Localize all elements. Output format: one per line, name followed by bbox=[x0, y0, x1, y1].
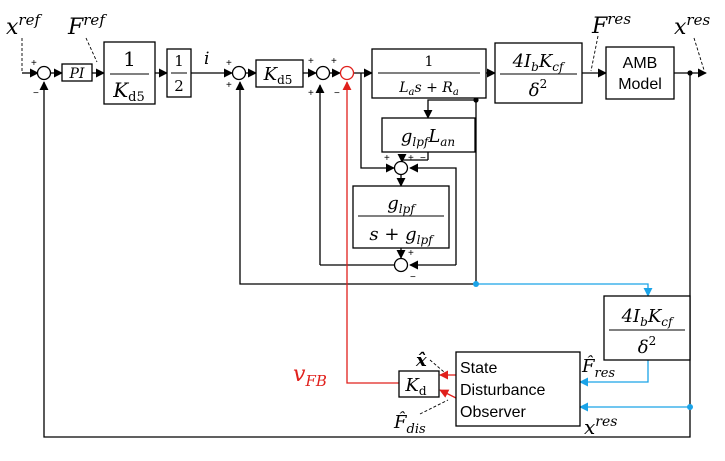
svg-text:+: + bbox=[408, 248, 414, 259]
force-gain-block: 4IbKcf δ2 bbox=[494, 42, 583, 104]
state-disturbance-observer-block: State Disturbance Observer bbox=[455, 351, 581, 427]
svg-text:δ2: δ2 bbox=[638, 334, 656, 358]
force-gain-observer-block: 4IbKcf δ2 bbox=[603, 295, 691, 361]
lowpass-filter-block: glpf s + glpf bbox=[352, 185, 450, 249]
svg-text:Observer: Observer bbox=[460, 404, 526, 421]
svg-text:Model: Model bbox=[618, 76, 662, 93]
svg-text:+: + bbox=[408, 153, 414, 164]
sum-inner-loop bbox=[315, 65, 331, 81]
svg-text:+: + bbox=[384, 153, 390, 164]
svg-text:State: State bbox=[460, 360, 497, 377]
svg-text:+: + bbox=[226, 80, 232, 91]
kd-block: Kd bbox=[398, 370, 440, 398]
summing-junctions bbox=[36, 65, 409, 273]
label-x-res-bottom: xres bbox=[584, 414, 617, 439]
sum-position-error bbox=[36, 65, 52, 81]
signal-wires bbox=[22, 68, 707, 438]
svg-text:Kd5: Kd5 bbox=[263, 64, 293, 87]
svg-text:1: 1 bbox=[174, 52, 184, 70]
svg-text:+: + bbox=[226, 58, 232, 69]
vfb-feedback-path bbox=[342, 81, 457, 399]
sum-current-error bbox=[231, 65, 247, 81]
svg-text:+: + bbox=[308, 88, 314, 99]
label-F-res: Fres bbox=[591, 10, 631, 39]
label-x-hat: x̂ bbox=[415, 350, 427, 371]
label-x-res-top: xres bbox=[674, 11, 710, 40]
svg-text:1: 1 bbox=[123, 47, 136, 71]
sum-lower bbox=[393, 257, 409, 273]
svg-text:4IbKcf: 4IbKcf bbox=[512, 51, 566, 74]
glpf-lan-block: glpfLan bbox=[381, 117, 476, 153]
sign-markers: + − + + + + + − + + − + − bbox=[31, 56, 426, 283]
svg-text:AMB: AMB bbox=[623, 55, 658, 72]
label-v-fb: vFB bbox=[293, 362, 327, 390]
svg-text:−: − bbox=[334, 88, 340, 99]
signal-labels: xref Fref i Fres xres vFB x̂ F̂res F̂dis… bbox=[6, 10, 710, 439]
inverse-kd5-block: 1 Kd5 bbox=[103, 41, 156, 105]
label-F-ref: Fref bbox=[67, 11, 107, 40]
svg-text:Las + Ra: Las + Ra bbox=[398, 80, 459, 98]
svg-text:+: + bbox=[308, 56, 314, 67]
svg-text:4IbKcf: 4IbKcf bbox=[621, 306, 675, 329]
sum-middle bbox=[393, 160, 409, 176]
label-x-ref: xref bbox=[6, 11, 42, 40]
svg-text:s + glpf: s + glpf bbox=[369, 224, 435, 247]
sum-vfb bbox=[339, 65, 355, 81]
label-i: i bbox=[204, 49, 209, 69]
label-F-hat-dis: F̂dis bbox=[393, 411, 426, 437]
svg-text:PI: PI bbox=[69, 66, 85, 82]
svg-text:glpf: glpf bbox=[387, 193, 417, 216]
svg-text:+: + bbox=[331, 56, 337, 67]
svg-text:−: − bbox=[410, 272, 416, 283]
svg-text:δ2: δ2 bbox=[529, 77, 547, 101]
svg-text:Kd5: Kd5 bbox=[112, 78, 145, 105]
kd5-block: Kd5 bbox=[255, 59, 304, 88]
pi-block: PI bbox=[61, 63, 93, 82]
svg-text:−: − bbox=[33, 88, 39, 99]
svg-text:Kd: Kd bbox=[404, 375, 426, 398]
plant-block: 1 Las + Ra bbox=[371, 48, 487, 99]
label-F-hat-res: F̂res bbox=[581, 355, 615, 381]
amb-model-block: AMB Model bbox=[605, 46, 675, 100]
svg-text:−: − bbox=[420, 153, 426, 164]
svg-text:glpfLan: glpfLan bbox=[401, 126, 455, 149]
half-gain-block: 1 2 bbox=[166, 48, 192, 98]
label-leaders bbox=[21, 35, 705, 415]
svg-text:1: 1 bbox=[425, 54, 434, 70]
svg-text:Disturbance: Disturbance bbox=[460, 382, 545, 399]
svg-text:+: + bbox=[31, 58, 37, 69]
svg-text:2: 2 bbox=[174, 77, 184, 95]
observer-input-paths bbox=[473, 281, 693, 412]
